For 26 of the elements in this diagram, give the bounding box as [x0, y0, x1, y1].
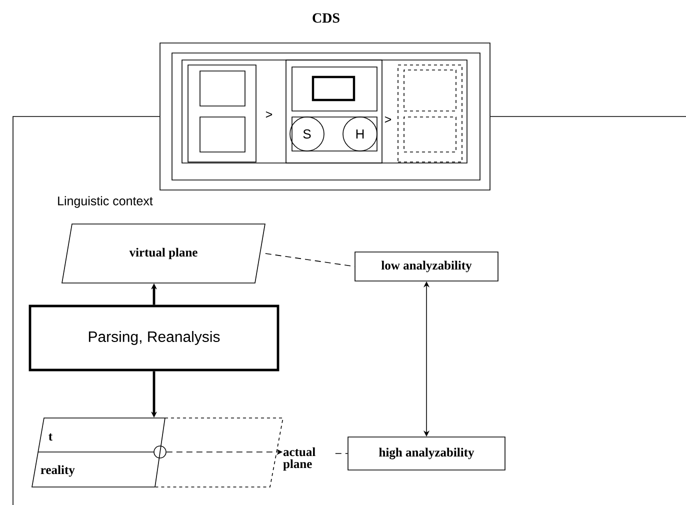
order-sign: >: [266, 111, 272, 118]
connector-line: [12, 116, 160, 505]
slot-box: [292, 66, 378, 112]
process-box: low analyzability: [354, 252, 498, 282]
slot-box: [200, 116, 246, 152]
panel-box: [286, 60, 382, 164]
dashed-slot: [404, 116, 456, 152]
slot-box: [200, 70, 246, 106]
order-sign: >: [384, 116, 392, 123]
frame-box: [160, 42, 490, 190]
process-box: Parsing, Reanalysis: [28, 304, 280, 372]
parallelogram: virtual plane: [62, 224, 266, 284]
dashed-line: [335, 453, 348, 454]
frame-box: [182, 60, 468, 164]
dashed-panel: [398, 64, 462, 162]
connector-line: [490, 116, 686, 117]
thick-rectangle: [312, 76, 356, 102]
frame-box: [172, 52, 480, 180]
junction-circle: [154, 446, 166, 458]
dashed-slot: [404, 70, 456, 112]
panel-box: [188, 64, 256, 162]
plane-label: actual plane: [283, 447, 316, 471]
slot-box: [292, 116, 378, 152]
context-label: Linguistic context: [58, 196, 153, 208]
process-box: high analyzability: [348, 436, 506, 470]
title: CDS: [312, 13, 340, 23]
